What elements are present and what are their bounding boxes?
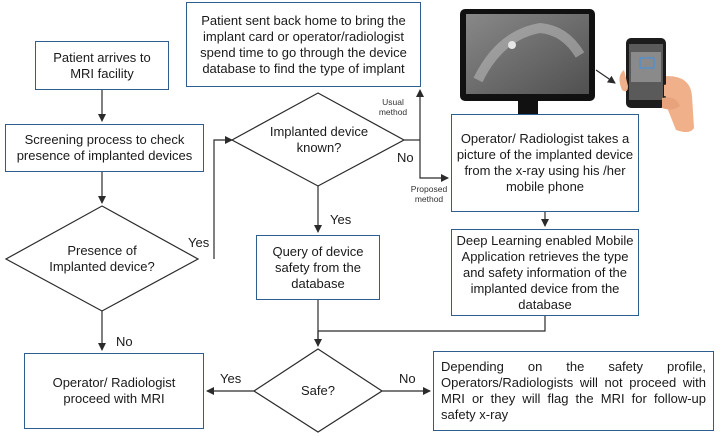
- arrow-monitor-to-phone: [595, 69, 616, 84]
- arrow-presence-yes: [213, 136, 233, 259]
- label-known-yes: Yes: [330, 212, 352, 227]
- box-proceed-mri-text: Operator/ Radiologist proceed with MRI: [52, 375, 176, 406]
- label-known-no: No: [397, 150, 414, 165]
- arrow-app-to-join: [318, 316, 546, 332]
- label-safe-yes: Yes: [220, 371, 242, 386]
- label-presence-yes: Yes: [188, 235, 210, 250]
- mobile-phone-in-hand-icon: [619, 38, 694, 133]
- box-sent-home-text: Patient sent back home to bring the impl…: [200, 12, 407, 76]
- box-proceed-mri: Operator/ Radiologist proceed with MRI: [24, 353, 204, 429]
- diamond-safe-text: Safe?: [301, 383, 335, 398]
- box-patient-arrives-text: Patient arrives to MRI facility: [53, 49, 151, 81]
- box-patient-arrives: Patient arrives to MRI facility: [35, 41, 169, 90]
- box-take-picture-text: Operator/ Radiologist takes a picture of…: [456, 131, 634, 194]
- label-proposed-method: Proposed method: [410, 184, 448, 204]
- diamond-known: [230, 92, 406, 187]
- box-safety-profile: Depending on the safety profile, Operato…: [433, 351, 714, 431]
- box-query-safety: Query of device safety from the database: [256, 235, 380, 300]
- box-screening-text: Screening process to check presence of i…: [16, 132, 193, 163]
- diamond-safe: [252, 348, 384, 433]
- box-sent-home: Patient sent back home to bring the impl…: [186, 2, 421, 87]
- label-safe-no: No: [399, 371, 416, 386]
- diamond-presence: [4, 205, 200, 312]
- diamond-known-text: Implanted device known?: [269, 124, 369, 155]
- box-screening: Screening process to check presence of i…: [5, 124, 204, 172]
- monitor-icon: [460, 9, 595, 120]
- box-safety-profile-text: Depending on the safety profile, Operato…: [441, 359, 706, 422]
- box-take-picture: Operator/ Radiologist takes a picture of…: [451, 114, 639, 212]
- box-query-safety-text: Query of device safety from the database: [272, 243, 364, 291]
- box-deep-learning-app: Deep Learning enabled Mobile Application…: [451, 229, 639, 316]
- label-presence-no: No: [116, 334, 133, 349]
- arrow-proposed-method: [419, 140, 449, 182]
- box-deep-learning-app-text: Deep Learning enabled Mobile Application…: [456, 232, 634, 312]
- diamond-presence-text: Presence of Implanted device?: [49, 243, 155, 274]
- label-usual-method: Usual method: [378, 97, 408, 117]
